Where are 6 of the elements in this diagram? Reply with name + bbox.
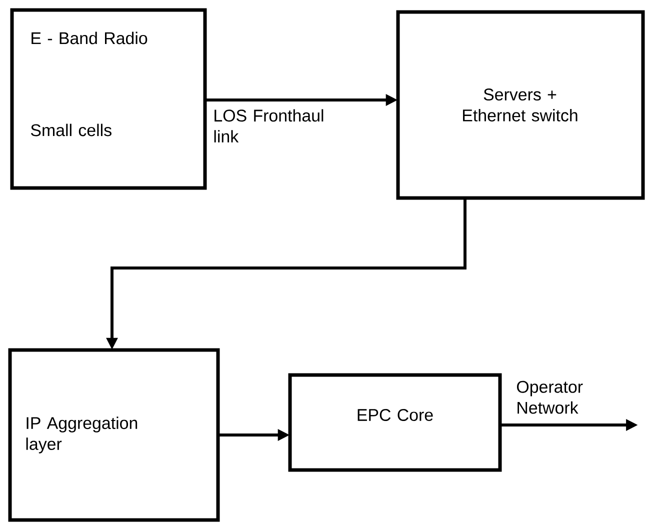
- process-box: Servers + Ethernet switch: [396, 10, 645, 200]
- edge-label: LOS Fronthaul link: [214, 109, 324, 142]
- process-box: IP Aggregation layer: [8, 348, 220, 522]
- process-box: EPC Core: [288, 373, 502, 472]
- process-box: E - Band Radio Small cells: [10, 8, 207, 190]
- edge-label: Operator Network: [517, 380, 583, 414]
